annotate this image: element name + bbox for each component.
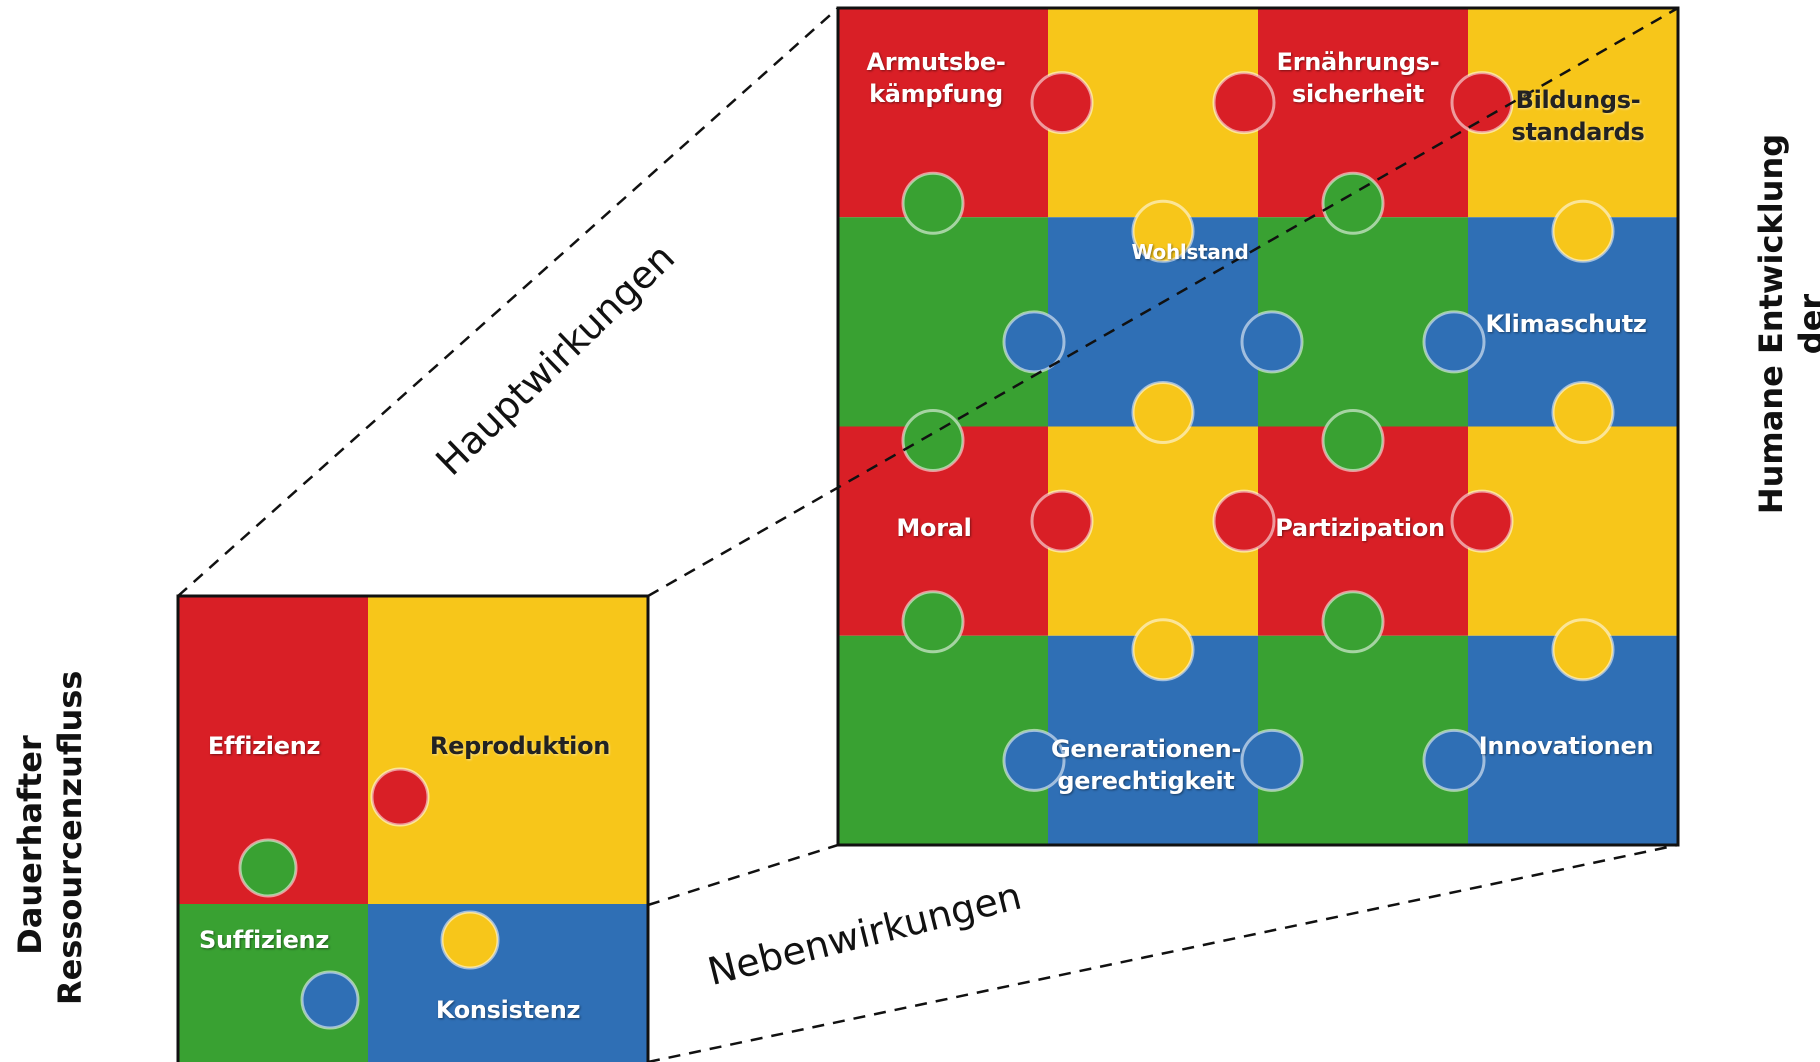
big-knob-h-3-1 xyxy=(1240,728,1304,792)
big-knob-v-2-1 xyxy=(1131,618,1195,682)
big-knob-h-0-0 xyxy=(1030,71,1094,135)
small-knob-yellow xyxy=(440,910,500,970)
big-knob-h-2-0 xyxy=(1030,489,1094,553)
big-knob-h-0-2 xyxy=(1450,71,1514,135)
piece-label-konsistenz: Konsistenz xyxy=(435,996,581,1024)
big-puzzle-border xyxy=(836,6,1680,847)
big-knob-h-3-0 xyxy=(1002,728,1066,792)
piece-label-bildungsstandards: Bildungs- standards xyxy=(1511,86,1645,146)
big-knob-v-2-3 xyxy=(1551,618,1615,682)
piece-label-wohlstand: Wohlstand xyxy=(1131,240,1249,264)
side-label-right: Humane Entwicklung der Welt xyxy=(1752,133,1820,515)
small-puzzle-border xyxy=(176,594,650,1062)
big-knob-h-2-1 xyxy=(1212,489,1276,553)
small-piece-reproduktion xyxy=(368,596,648,904)
piece-label-partizipation: Partizipation xyxy=(1275,514,1445,542)
piece-label-klimaschutz: Klimaschutz xyxy=(1485,310,1647,338)
big-knob-v-1-3 xyxy=(1551,381,1615,444)
big-knob-v-0-0 xyxy=(901,171,965,235)
small-knob-blue xyxy=(300,970,360,1030)
big-knob-v-1-2 xyxy=(1321,409,1385,472)
connector-line-bottom-inner xyxy=(647,843,839,907)
big-knob-v-0-1 xyxy=(1131,199,1195,263)
piece-label-suffizienz: Suffizienz xyxy=(198,926,330,954)
big-knob-h-0-1 xyxy=(1212,71,1276,135)
small-knob-green xyxy=(238,838,298,898)
side-label-left: Dauerhafter Ressourcenzufluss xyxy=(11,670,89,1005)
connector-line-bottom-outer xyxy=(647,843,1679,1062)
big-knob-v-0-2 xyxy=(1321,171,1385,235)
piece-label-moral: Moral xyxy=(896,514,972,542)
big-knob-v-2-2 xyxy=(1321,590,1385,654)
big-knob-h-3-2 xyxy=(1422,728,1486,792)
small-knob-red xyxy=(370,767,430,827)
big-knob-v-2-0 xyxy=(901,590,965,654)
big-knob-v-1-1 xyxy=(1131,381,1195,444)
piece-label-effizienz: Effizienz xyxy=(207,732,321,760)
piece-label-ernaehrungssicherheit: Ernährungs- sicherheit xyxy=(1276,48,1440,108)
big-knob-h-1-0 xyxy=(1002,310,1066,374)
connector-line-top-outer xyxy=(177,7,839,597)
big-knob-v-1-0 xyxy=(901,409,965,472)
piece-label-reproduktion: Reproduktion xyxy=(429,732,611,760)
big-knob-h-1-1 xyxy=(1240,310,1304,374)
big-knob-v-0-3 xyxy=(1551,199,1615,263)
big-knob-h-1-2 xyxy=(1422,310,1486,374)
piece-label-armutsbekaempfung: Armutsbe- kämpfung xyxy=(866,48,1006,108)
small-piece-konsistenz xyxy=(368,904,648,1062)
big-knob-h-2-2 xyxy=(1450,489,1514,553)
piece-label-generationengerechtigkeit: Generationen- gerechtigkeit xyxy=(1050,735,1242,795)
piece-label-innovationen: Innovationen xyxy=(1478,732,1654,760)
connector-line-top-inner xyxy=(647,6,1679,598)
